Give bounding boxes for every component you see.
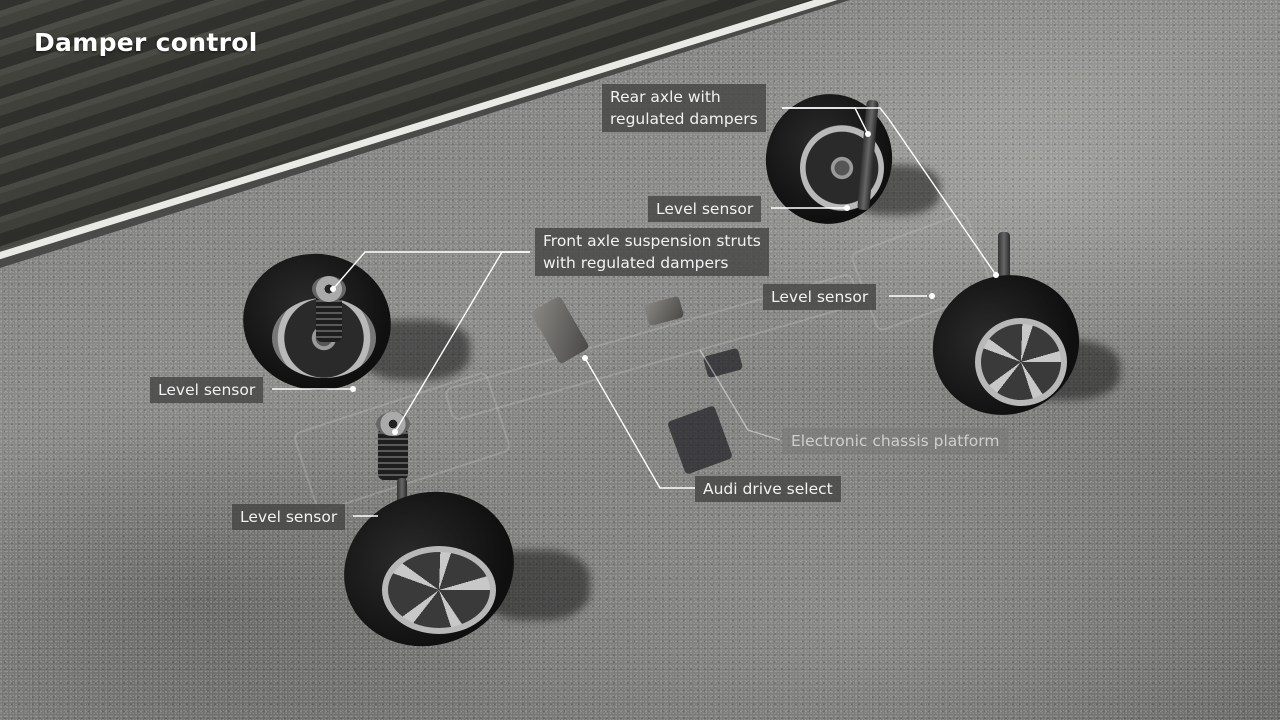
label-level-sensor-rear-left: Level sensor bbox=[648, 196, 762, 222]
label-line: regulated dampers bbox=[610, 110, 758, 128]
label-rear-axle: Rear axle with regulated dampers bbox=[602, 84, 766, 132]
label-electronic-chassis-platform: Electronic chassis platform bbox=[783, 428, 1008, 454]
label-line: Front axle suspension struts bbox=[543, 232, 761, 250]
page-title: Damper control bbox=[34, 28, 258, 57]
label-level-sensor-front-right: Level sensor bbox=[232, 504, 346, 530]
front-right-strut-mount bbox=[376, 412, 410, 436]
label-audi-drive-select: Audi drive select bbox=[695, 476, 841, 502]
label-level-sensor-front-left: Level sensor bbox=[150, 377, 264, 403]
rear-right-alloy-rim bbox=[975, 318, 1067, 406]
label-line: Rear axle with bbox=[610, 88, 721, 106]
front-left-strut-mount bbox=[312, 276, 346, 302]
label-line: with regulated dampers bbox=[543, 254, 729, 272]
front-right-strut-rod bbox=[397, 478, 407, 506]
front-right-strut-spring bbox=[378, 428, 408, 480]
label-front-axle: Front axle suspension struts with regula… bbox=[535, 228, 769, 276]
front-right-alloy-rim bbox=[382, 546, 496, 634]
label-level-sensor-rear-right: Level sensor bbox=[763, 284, 877, 310]
